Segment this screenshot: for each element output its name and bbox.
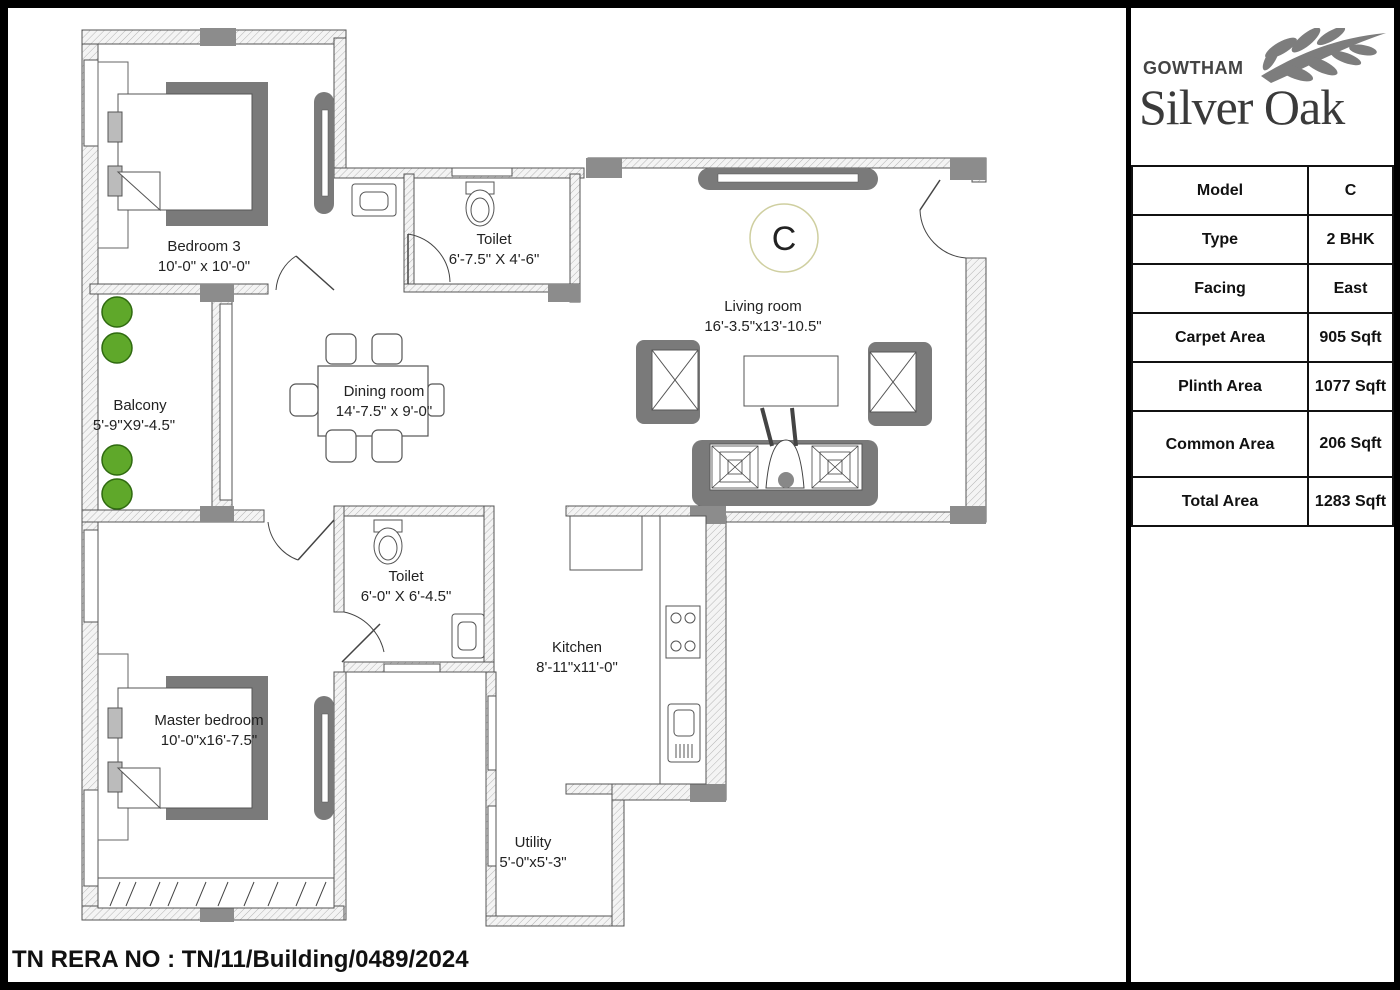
unit-marker: C <box>772 220 797 258</box>
wardrobes <box>97 92 878 909</box>
bed-bedroom3 <box>97 61 268 249</box>
spec-label: Plinth Area <box>1131 361 1309 412</box>
spec-value: 2 BHK <box>1307 214 1394 265</box>
spec-value: 1283 Sqft <box>1307 476 1394 527</box>
spec-label: Model <box>1131 165 1309 216</box>
room-name-dining: Dining room <box>344 383 425 400</box>
leaf-icon <box>1261 28 1386 83</box>
floor-plan-panel: Bedroom 3 10'-0" x 10'-0" Toilet 6'-7.5"… <box>8 8 1126 982</box>
columns <box>200 28 986 922</box>
room-name-living: Living room <box>724 298 802 315</box>
room-dims-utility: 5'-0"x5'-3" <box>499 854 566 871</box>
unit-marker-circle <box>749 203 819 273</box>
room-dims-toilet2: 6'-0" X 6'-4.5" <box>361 588 452 605</box>
spec-label: Facing <box>1131 263 1309 314</box>
spec-value: 206 Sqft <box>1307 410 1394 478</box>
spec-label: Type <box>1131 214 1309 265</box>
room-name-toilet1: Toilet <box>476 231 512 248</box>
spec-label: Common Area <box>1131 410 1309 478</box>
room-name-kitchen: Kitchen <box>552 639 602 656</box>
brand-name-top: GOWTHAM <box>1143 58 1244 78</box>
room-dims-balcony: 5'-9"X9'-4.5" <box>93 417 175 434</box>
doors <box>267 179 967 663</box>
windows <box>83 59 513 887</box>
sanitary <box>351 181 495 659</box>
room-dims-bedroom3: 10'-0" x 10'-0" <box>158 258 250 275</box>
room-name-bedroom3: Bedroom 3 <box>167 238 240 255</box>
spec-value: C <box>1307 165 1394 216</box>
room-dims-master: 10'-0"x16'-7.5" <box>161 732 257 749</box>
room-labels: Bedroom 3 10'-0" x 10'-0" Toilet 6'-7.5"… <box>93 220 822 871</box>
room-dims-kitchen: 8'-11"x11'-0" <box>536 659 618 676</box>
kitchen-fittings <box>569 515 707 785</box>
room-dims-dining: 14'-7.5" x 9'-0" <box>336 403 432 420</box>
spec-value: 1077 Sqft <box>1307 361 1394 412</box>
room-name-master: Master bedroom <box>154 712 263 729</box>
spec-label: Total Area <box>1131 476 1309 527</box>
balcony-plants <box>101 296 133 510</box>
spec-value: 905 Sqft <box>1307 312 1394 363</box>
room-name-toilet2: Toilet <box>388 568 424 585</box>
room-name-balcony: Balcony <box>113 397 167 414</box>
room-dims-living: 16'-3.5"x13'-10.5" <box>704 318 821 335</box>
living-furniture <box>636 203 932 506</box>
room-dims-toilet1: 6'-7.5" X 4'-6" <box>449 251 540 268</box>
brand-logo <box>1261 28 1386 83</box>
floor-plan: Bedroom 3 10'-0" x 10'-0" Toilet 6'-7.5"… <box>81 28 987 927</box>
bed-master <box>97 653 268 841</box>
brand-name-main: Silver Oak <box>1139 79 1345 135</box>
spec-label: Carpet Area <box>1131 312 1309 363</box>
spec-value: East <box>1307 263 1394 314</box>
room-name-utility: Utility <box>515 834 552 851</box>
rera-number: TN RERA NO : TN/11/Building/0489/2024 <box>12 946 469 973</box>
dining-table-set <box>289 333 445 463</box>
